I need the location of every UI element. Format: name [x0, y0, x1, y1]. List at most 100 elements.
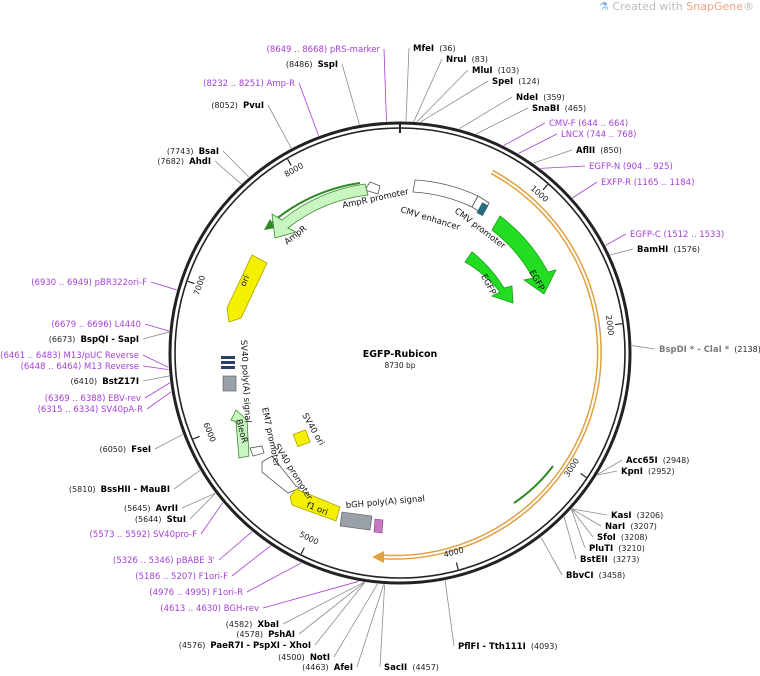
site-name: AfeI — [334, 663, 353, 673]
sv40-polya-box — [222, 375, 237, 392]
primer-label: (6461 .. 6483) M13/pUC Reverse — [0, 351, 139, 361]
site-position: (36) — [439, 44, 455, 53]
primer-label: (4613 .. 4630) BGH-rev — [160, 604, 259, 614]
left-label-25: (4576) PaeR7I - PspXI - XhoI — [179, 633, 311, 652]
site-name: XbaI — [257, 620, 279, 630]
site-name: BsaI — [199, 147, 219, 157]
site-position: (3207) — [630, 522, 657, 531]
site-name: BspDI * - ClaI * — [659, 345, 730, 355]
site-name: NruI — [446, 55, 467, 65]
label-em7: EM7 promoter — [259, 407, 281, 469]
leader-left-14 — [154, 433, 183, 450]
snapgene-watermark: ⚗ Created with SnapGene® — [599, 0, 754, 13]
tick-4000 — [455, 562, 459, 570]
egfp-arrow-outer — [491, 215, 557, 295]
leader-right-13 — [631, 345, 656, 350]
site-position: (103) — [498, 66, 520, 75]
tick-label-8000: 8000 — [283, 161, 305, 179]
right-label-21: BbvCI (3458) — [566, 563, 625, 582]
leader-right-12 — [610, 248, 634, 256]
leader-right-11 — [605, 233, 627, 246]
site-name: PvuI — [243, 101, 264, 111]
primer-label: (6448 .. 6464) M13 Reverse — [21, 362, 139, 372]
right-label-11: EGFP-C (1512 .. 1533) — [630, 230, 724, 240]
tick-label-4000: 4000 — [443, 545, 465, 559]
left-label-18: (5573 .. 5592) SV40pro-F — [90, 530, 198, 540]
leader-left-4 — [222, 150, 249, 178]
sv40-polya-bar1 — [221, 356, 235, 359]
left-label-6: (6930 .. 6949) pBR322ori-F — [31, 278, 147, 288]
site-labels: (8649 .. 8668) pRS-marker(8486) SspI(823… — [0, 36, 760, 674]
leader-right-8 — [533, 149, 573, 164]
left-label-27: (4463) AfeI — [302, 655, 353, 674]
right-label-18: SfoI (3208) — [597, 525, 648, 544]
bleor-arrow — [230, 409, 250, 459]
leader-left-17 — [189, 493, 216, 520]
site-position: (6673) — [49, 335, 76, 344]
site-name: BssHII - MauBI — [101, 485, 170, 495]
site-position: (4578) — [236, 630, 263, 639]
right-label-17: NarI (3207) — [605, 514, 657, 533]
right-label-10: EXFP-R (1165 .. 1184) — [601, 178, 694, 188]
right-label-12: BamHI (1576) — [637, 237, 700, 256]
leader-right-10 — [572, 181, 598, 199]
leader-left-10 — [142, 365, 169, 370]
site-position: (4463) — [302, 663, 329, 672]
site-name: PflFI - Tth111I — [458, 642, 526, 652]
site-name: PaeR7I - PspXI - XhoI — [210, 641, 311, 651]
leader-left-3 — [267, 104, 292, 149]
left-label-4: (7743) BsaI — [167, 139, 219, 158]
right-label-4: NdeI (359) — [516, 85, 565, 104]
cmv-box — [476, 202, 489, 217]
site-position: (2952) — [648, 467, 675, 476]
primer-label: CMV-F (644 .. 664) — [549, 119, 628, 129]
ampr-arrow — [271, 183, 369, 239]
left-label-1: (8486) SspI — [286, 52, 338, 71]
leader-right-18 — [571, 508, 594, 538]
leader-left-1 — [341, 63, 360, 125]
tick-2000 — [615, 323, 623, 326]
primer-label: (5186 .. 5207) F1ori-F — [135, 572, 228, 582]
left-label-24: (4578) PshAI — [236, 622, 295, 641]
site-name: PshAI — [268, 630, 295, 640]
site-position: (6050) — [100, 445, 127, 454]
site-position: (1576) — [673, 245, 700, 254]
site-name: BstEII — [580, 555, 608, 565]
left-label-7: (6679 .. 6696) L4440 — [51, 320, 141, 330]
site-position: (4457) — [412, 663, 439, 672]
left-label-2: (8232 .. 8251) Amp-R — [203, 79, 295, 89]
left-label-9: (6461 .. 6483) M13/pUC Reverse — [0, 351, 139, 361]
right-label-0: MfeI (36) — [413, 36, 456, 55]
label-sv40-polya: SV40 poly(A) signal — [238, 340, 252, 423]
site-name: SacII — [384, 663, 407, 673]
left-label-20: (5186 .. 5207) F1ori-F — [135, 572, 228, 582]
leader-right-3 — [420, 80, 489, 123]
left-label-3: (8052) PvuI — [211, 93, 264, 112]
leader-right-5 — [476, 107, 529, 135]
left-label-26: (4500) NotI — [278, 645, 330, 664]
left-label-15: (5810) BssHII - MauBI — [69, 477, 170, 496]
site-name: AhdI — [189, 157, 211, 167]
site-name: SpeI — [492, 77, 513, 87]
plasmid-name: EGFP-Rubicon — [363, 349, 438, 360]
leader-right-15 — [597, 470, 618, 476]
leader-left-6 — [150, 281, 177, 291]
label-ori: ori — [239, 274, 253, 288]
em7-promoter-arrow — [249, 445, 265, 457]
site-position: (4582) — [226, 620, 253, 629]
right-label-9: EGFP-N (904 .. 925) — [589, 162, 673, 172]
leader-left-20 — [231, 545, 271, 577]
sv40-promoter-arrow — [261, 455, 301, 494]
bgh-gray-box — [339, 511, 373, 531]
orf-thin-arc — [513, 465, 554, 504]
site-position: (5645) — [124, 504, 151, 513]
primer-label: (4976 .. 4995) F1ori-R — [149, 588, 243, 598]
leader-right-7 — [518, 133, 558, 154]
right-label-2: MluI (103) — [472, 58, 519, 77]
flask-icon: ⚗ — [599, 0, 609, 13]
site-name: BbvCI — [566, 571, 594, 581]
right-label-5: SnaBI (465) — [532, 96, 586, 115]
site-name: SfoI — [597, 533, 616, 543]
site-position: (8052) — [211, 101, 238, 110]
